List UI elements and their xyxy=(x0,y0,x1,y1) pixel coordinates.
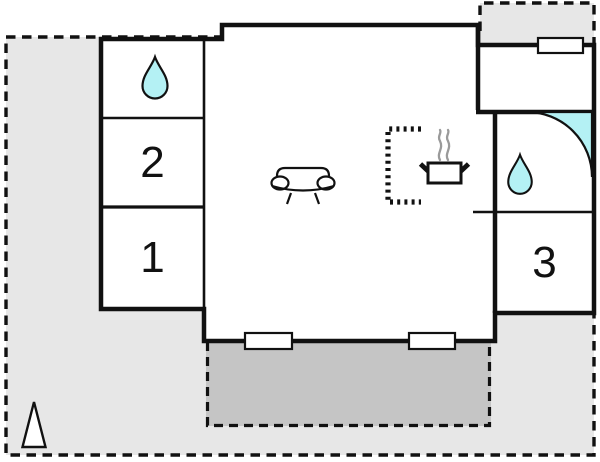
room-1-label: 1 xyxy=(140,233,165,282)
water-drop-icon xyxy=(141,53,169,100)
window-bottom-left xyxy=(243,331,294,351)
room-3-label: 3 xyxy=(532,237,557,287)
cooking-pot-icon xyxy=(418,128,471,185)
window-bottom-right xyxy=(407,331,457,351)
corner-shower-icon xyxy=(526,110,594,178)
windows xyxy=(243,36,585,351)
north-arrow-icon xyxy=(20,401,48,449)
window-top-right xyxy=(536,36,585,55)
kitchen-counter-icon xyxy=(385,126,421,205)
terrace-fill xyxy=(206,341,491,426)
sofa-icon xyxy=(270,166,336,205)
room-2-label: 2 xyxy=(140,137,165,187)
terrace-area xyxy=(205,341,492,428)
steam-icon xyxy=(445,128,451,162)
steam-icon xyxy=(437,128,443,162)
terrace-border xyxy=(205,342,492,428)
water-drop-icon xyxy=(507,151,533,195)
